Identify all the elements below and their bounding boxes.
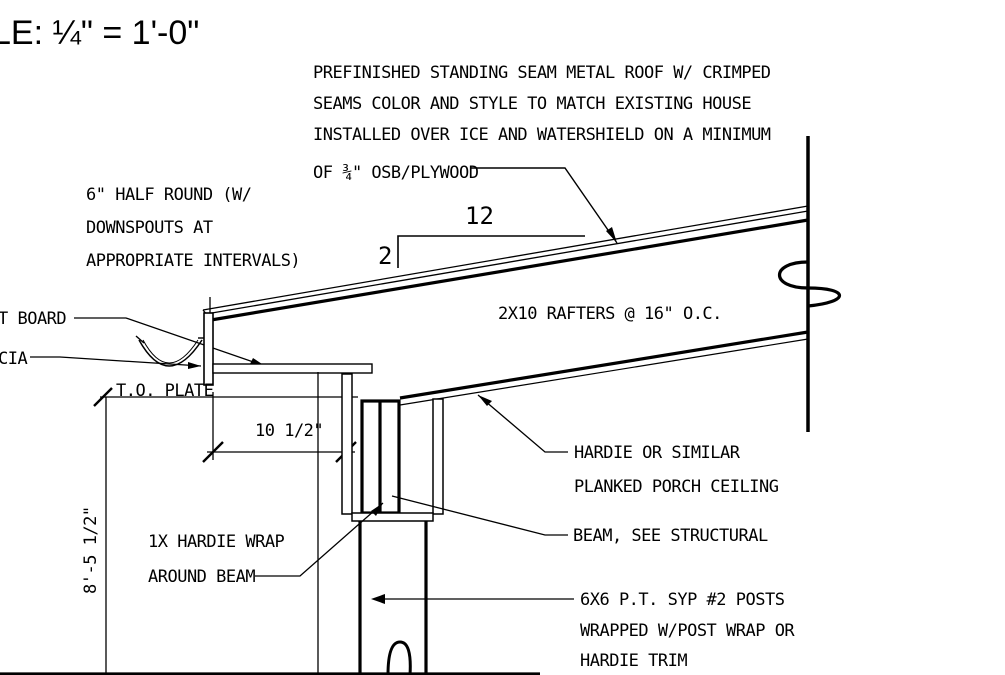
post bbox=[0, 521, 540, 675]
ceiling-note-line-1: HARDIE OR SIMILAR bbox=[574, 443, 741, 463]
rafters-label: 2X10 RAFTERS @ 16" O.C. bbox=[498, 304, 722, 324]
wrap-note-line-2: AROUND BEAM bbox=[148, 567, 255, 587]
roof-note-line-4: OF ¾" OSB/PLYWOOD bbox=[313, 163, 479, 183]
pitch-triangle bbox=[397, 235, 585, 268]
plate-height-dimension: 8'-5 1/2" bbox=[81, 506, 101, 594]
posts-note-line-2: WRAPPED W/POST WRAP OR bbox=[580, 621, 795, 641]
beam-note: BEAM, SEE STRUCTURAL bbox=[573, 526, 768, 546]
roof-assembly bbox=[202, 205, 809, 322]
ceiling-leader bbox=[477, 394, 568, 453]
gutter-note-line-1: 6" HALF ROUND (W/ bbox=[86, 185, 252, 205]
roof-note-line-2: SEAMS COLOR AND STYLE TO MATCH EXISTING … bbox=[313, 94, 751, 114]
eave-assembly bbox=[135, 297, 373, 386]
scale-title: LE: ¼" = 1'-0" bbox=[0, 14, 199, 52]
wrap-leader bbox=[255, 502, 384, 577]
roof-note-line-3: INSTALLED OVER ICE AND WATERSHIELD ON A … bbox=[313, 125, 771, 145]
wrap-note-line-1: 1X HARDIE WRAP bbox=[148, 532, 285, 552]
plate-label: T.O. PLATE bbox=[116, 381, 214, 401]
overhang-dimension-label: 10 1/2" bbox=[255, 421, 323, 441]
posts-note-line-1: 6X6 P.T. SYP #2 POSTS bbox=[580, 590, 785, 610]
board-label: T BOARD bbox=[0, 309, 66, 329]
roof-note-line-1: PREFINISHED STANDING SEAM METAL ROOF W/ … bbox=[313, 63, 771, 83]
ceiling-note-line-2: PLANKED PORCH CEILING bbox=[574, 477, 779, 497]
existing-wall bbox=[778, 136, 842, 432]
gutter-note-line-2: DOWNSPOUTS AT bbox=[86, 218, 213, 238]
gutter-note-line-3: APPROPRIATE INTERVALS) bbox=[86, 251, 300, 271]
plate-dimension bbox=[93, 387, 358, 675]
posts-leader bbox=[371, 594, 574, 604]
fascia-label: CIA bbox=[0, 349, 27, 369]
beam-assembly bbox=[317, 372, 444, 675]
porch-ceiling bbox=[399, 330, 809, 406]
posts-note-line-3: HARDIE TRIM bbox=[580, 651, 687, 671]
beam-leader bbox=[391, 495, 568, 536]
board-leader bbox=[74, 317, 266, 367]
pitch-rise: 2 bbox=[378, 242, 392, 270]
fascia-leader bbox=[30, 356, 202, 369]
pitch-run: 12 bbox=[465, 202, 494, 230]
